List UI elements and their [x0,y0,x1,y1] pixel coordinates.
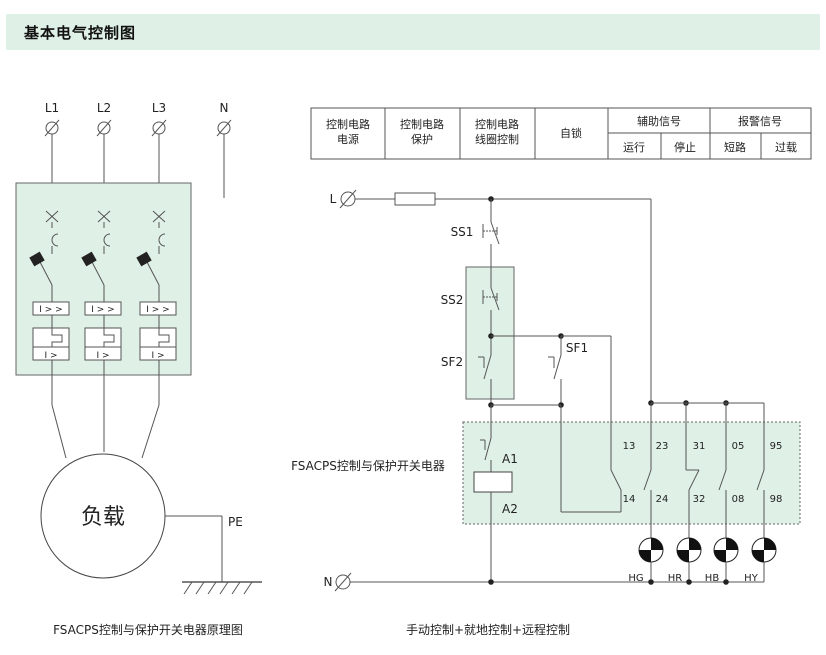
device-label: FSACPS控制与保护开关电器 [291,459,445,473]
a2-label: A2 [502,502,518,516]
terminal-symbol [44,119,232,137]
terminal-symbol [334,572,352,592]
terminal-number: 05 [732,441,745,452]
table-cell: 保护 [411,132,433,146]
relay-label: I > > [91,305,114,315]
relay-label-2: I > [96,351,109,361]
terminal-symbol [339,189,357,209]
signal-lamp-hy [751,537,777,563]
terminal-number: 24 [656,494,669,505]
lamp-label: HG [628,573,643,584]
table-cell: 过载 [775,141,797,154]
table-cell: 自锁 [560,126,582,140]
relay-label-2: I > [151,351,164,361]
title-bar: 基本电气控制图 [6,14,820,50]
coil [473,471,513,493]
phase-label-l1: L1 [45,101,59,115]
lamp-label: HB [705,573,720,584]
ss1-label: SS1 [451,225,474,239]
signal-lamp-hg [638,537,664,563]
table-cell: 控制电路 [475,117,519,131]
phase-label-l3: L3 [152,101,166,115]
fuse [394,192,436,206]
phase-label-l2: L2 [97,101,111,115]
table-cell: 线圈控制 [475,132,519,146]
left-caption: FSACPS控制与保护开关电器原理图 [53,623,243,637]
right-caption: 手动控制+就地控制+远程控制 [406,622,570,637]
terminal-number: 98 [770,494,783,505]
l-label: L [330,192,337,206]
relay-label: I > > [146,305,169,315]
lamp-label: HR [668,573,683,584]
terminal-number: 31 [693,441,706,452]
table-cell: 运行 [623,141,645,154]
lamp-label: HY [744,573,759,584]
terminal-number: 08 [732,494,745,505]
relay-label: I > > [39,305,62,315]
table-cell: 停止 [674,140,696,154]
page-title: 基本电气控制图 [24,24,137,42]
terminal-number: 23 [656,441,669,452]
terminal-number: 32 [693,494,706,505]
function-table: 控制电路 电源 控制电路 保护 控制电路 线圈控制 自锁 辅助信号 报警信号 运… [310,107,812,160]
phase-switch-2: I > > I > [81,210,122,375]
phase-label-n: N [220,101,229,115]
device-enclosure [462,421,801,525]
terminal-number: 14 [623,494,636,505]
n-label: N [324,575,333,589]
table-cell: 电源 [337,132,359,146]
relay-label-2: I > [44,351,57,361]
signal-lamp-hb [713,537,739,563]
signal-lamp-hr [676,537,702,563]
left-power-diagram: L1 L2 L3 N I > > [15,101,262,637]
table-cell: 短路 [724,140,746,154]
table-group-header: 辅助信号 [637,114,681,128]
load-label: 负载 [81,505,125,530]
sf1-label: SF1 [566,341,588,355]
pe-label: PE [228,515,243,529]
terminal-number: 13 [623,441,636,452]
terminal-number: 95 [770,441,783,452]
sf2-label: SF2 [441,355,463,369]
table-cell: 控制电路 [400,117,444,131]
phase-switch-1: I > > I > [29,210,70,375]
ss2-label: SS2 [441,293,464,307]
ground-symbol [182,581,262,595]
a1-label: A1 [502,452,518,466]
control-diagram: 控制电路 电源 控制电路 保护 控制电路 线圈控制 自锁 辅助信号 报警信号 运… [291,107,812,637]
station-box [465,266,515,400]
phase-switch-3: I > > I > [136,210,177,375]
table-group-header: 报警信号 [738,114,782,128]
table-cell: 控制电路 [326,117,370,131]
